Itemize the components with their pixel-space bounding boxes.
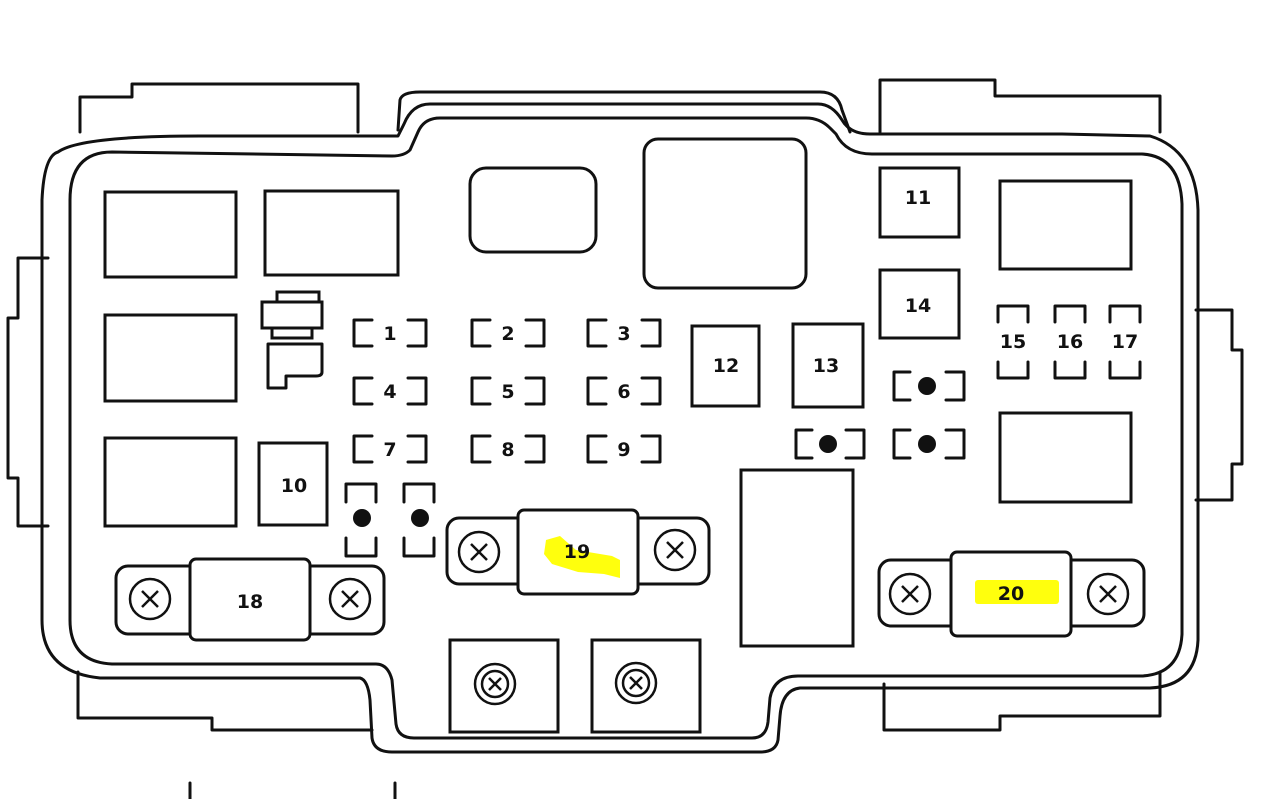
- fuse-18-label: 18: [237, 591, 263, 613]
- vertical-fuse-slots: [996, 304, 1142, 380]
- fuse-18-assembly: [114, 557, 386, 642]
- relay-box-left-4: [103, 436, 238, 528]
- screw-icon: [128, 577, 172, 621]
- screw-icon: [653, 528, 697, 572]
- relay-box-left-1: [103, 190, 238, 279]
- fuse-6-label: 6: [617, 381, 630, 403]
- fuse-15-label: 15: [1000, 331, 1026, 353]
- fuse-1-label: 1: [383, 323, 396, 345]
- relay-box-left-3: [103, 313, 238, 403]
- fuse-11-box: [878, 166, 961, 239]
- screw-icon: [1086, 572, 1130, 616]
- fuse-9-label: 9: [617, 439, 630, 461]
- terminal-screw-icon: [473, 662, 517, 706]
- terminal-screw-icon: [614, 661, 658, 705]
- relay-box-right-2: [998, 411, 1133, 504]
- connector-plug: [260, 290, 324, 390]
- housing-outline: [6, 78, 1244, 754]
- screw-icon: [888, 572, 932, 616]
- fuse-10-label: 10: [281, 475, 307, 497]
- screw-icon: [328, 577, 372, 621]
- fuse-13-box: [791, 322, 865, 409]
- fuse-2-label: 2: [501, 323, 514, 345]
- fuse-10-box: [257, 441, 329, 527]
- relay-box-left-2: [263, 189, 400, 277]
- fuse-12-label: 12: [713, 355, 739, 377]
- relay-box-right-1: [998, 179, 1133, 271]
- screw-icon: [457, 530, 501, 574]
- mini-fuse-grid: [352, 318, 662, 464]
- fuse-4-label: 4: [383, 381, 396, 403]
- highlight-mark-20: [975, 580, 1059, 604]
- fuse-5-label: 5: [501, 381, 514, 403]
- relay-box-top-center: [468, 166, 598, 254]
- relay-box-tall-center: [739, 468, 855, 648]
- spare-slots: [344, 370, 966, 558]
- fuse-12-box: [690, 324, 761, 408]
- fuse-14-label: 14: [905, 295, 931, 317]
- fuse-16-label: 16: [1057, 331, 1083, 353]
- fuse-8-label: 8: [501, 439, 514, 461]
- fuse-11-label: 11: [905, 187, 931, 209]
- highlight-mark-19: [544, 536, 620, 578]
- fuse-14-box: [878, 268, 961, 340]
- fuse-13-label: 13: [813, 355, 839, 377]
- fuse-3-label: 3: [617, 323, 630, 345]
- fuse-19-label: 19: [564, 541, 590, 563]
- bottom-terminals: [448, 638, 702, 734]
- relay-box-top-large: [642, 137, 808, 290]
- fuse-19-assembly: [445, 508, 711, 596]
- fuse-20-label: 20: [998, 583, 1024, 605]
- bottom-tick-marks: [188, 781, 397, 799]
- fuse-17-label: 17: [1112, 331, 1138, 353]
- fuse-20-assembly: [877, 550, 1146, 638]
- fuse-7-label: 7: [383, 439, 396, 461]
